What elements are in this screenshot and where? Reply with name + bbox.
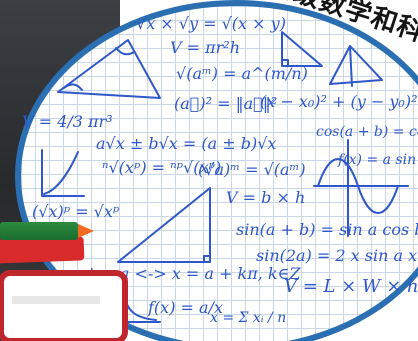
formula-17: V = L × W × h	[284, 276, 418, 297]
formula-9: f(x) = a sin bx	[338, 152, 418, 168]
red-box	[0, 270, 128, 341]
growth-axes	[41, 149, 85, 197]
formula-5: (x − x₀)² + (y − y₀)² = r²	[260, 92, 418, 111]
angle-arc-1	[63, 83, 83, 91]
pyramid-shape	[329, 45, 383, 87]
box-band	[12, 296, 100, 304]
formula-14: sin(a + b) = sin a cos b + cos a sin b	[236, 220, 418, 239]
green-pencil	[0, 222, 78, 240]
red-stick	[0, 236, 85, 264]
formula-11: (√a)ᵐ = √(aᵐ)	[198, 160, 306, 179]
formula-board	[15, 0, 418, 341]
angle-arc-2	[115, 47, 135, 56]
formula-2: V = πr²h	[170, 38, 241, 57]
formula-19: x = Σ xᵢ / n	[210, 310, 287, 326]
formula-3: √(aᵐ) = a^(m/n)	[176, 64, 308, 83]
triangle-1	[57, 39, 161, 99]
triangle-3	[117, 187, 211, 263]
formula-1: √x × √y = √(x × y)	[136, 14, 286, 33]
formula-15: sin(2a) = 2 x sin a x cos a	[256, 246, 418, 265]
formula-10: ⁿ√(xᵖ) = ⁿᵖ√(xᵖ)	[102, 158, 222, 177]
growth-curve	[43, 151, 79, 195]
formula-8: cos(a + b) = cos a cos b − sin a sin b	[316, 124, 418, 140]
sine-wave	[317, 158, 399, 214]
formula-7: a√x ± b√x = (a ± b)√x	[96, 134, 277, 153]
hyperbola-curve	[123, 295, 157, 321]
formula-4: (a⃗)² = ‖a⃗‖²	[174, 94, 278, 113]
triangle-2	[281, 31, 323, 67]
pencil-tip	[78, 224, 94, 238]
formula-12: V = b × h	[226, 188, 306, 207]
right-angle-2	[203, 255, 211, 263]
formula-13: (√x)ᵖ = √xᵖ	[32, 202, 120, 221]
sine-axes	[313, 139, 409, 237]
formula-18: f(x) = a/x	[148, 298, 223, 317]
right-angle-1	[281, 59, 289, 67]
formula-6: V = 4/3 πr³	[22, 112, 113, 131]
